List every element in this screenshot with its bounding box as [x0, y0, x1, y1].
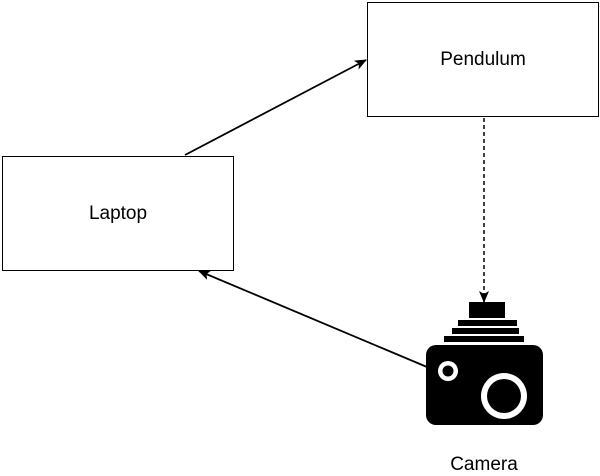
pendulum-label: Pendulum	[440, 48, 526, 70]
camera-icon[interactable]	[424, 300, 544, 428]
pendulum-node[interactable]: Pendulum	[367, 2, 599, 117]
laptop-node[interactable]: Laptop	[2, 156, 234, 271]
edge-laptop-to-pendulum	[184, 59, 367, 156]
edge-camera-to-laptop	[198, 270, 428, 368]
camera-label: Camera	[450, 454, 518, 475]
laptop-label: Laptop	[88, 202, 148, 224]
